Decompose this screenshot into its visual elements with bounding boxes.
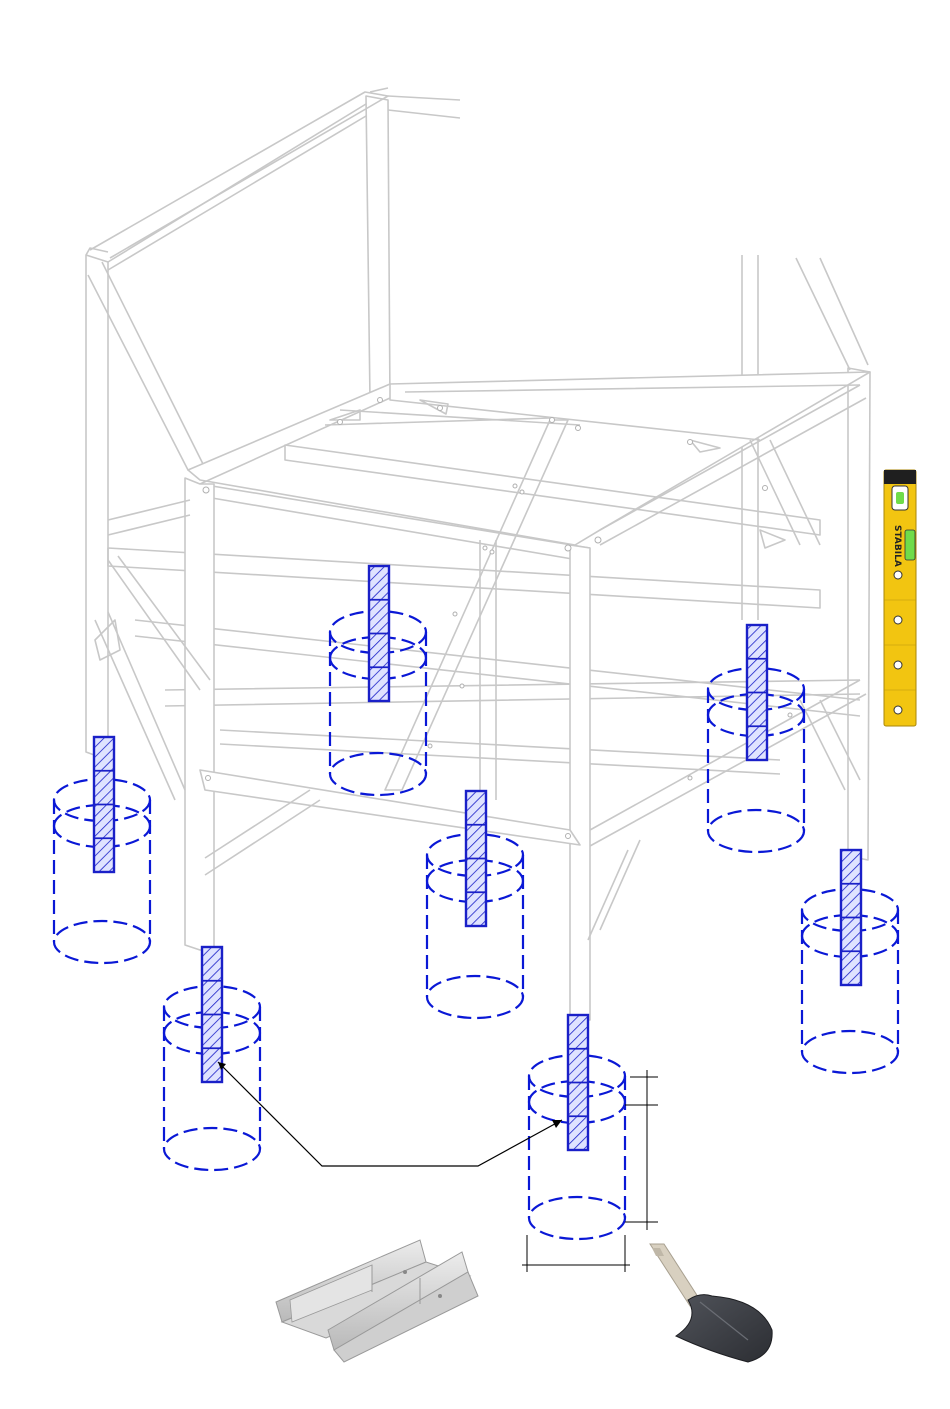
- spirit-level-icon: STABILA: [884, 470, 916, 726]
- pit-cylinder: [54, 737, 150, 963]
- pit-bottom: [427, 976, 523, 1018]
- pit-bottom: [708, 810, 804, 852]
- leader-lines: [218, 1062, 562, 1166]
- pit-cylinder: [529, 1015, 625, 1239]
- foundation-pits: [54, 566, 898, 1239]
- shovel-icon: [650, 1244, 772, 1362]
- pit-cylinder: [708, 625, 804, 852]
- dimension-lines: [522, 1070, 658, 1272]
- pit-bottom: [164, 1128, 260, 1170]
- pit-cylinder: [802, 850, 898, 1073]
- pit-cylinder: [164, 947, 260, 1170]
- pit-bottom: [529, 1197, 625, 1239]
- angle-bracket-icon: [276, 1240, 478, 1362]
- pit-cylinder: [330, 566, 426, 795]
- pit-bottom: [54, 921, 150, 963]
- pit-bottom: [802, 1031, 898, 1073]
- pit-bottom: [330, 753, 426, 795]
- level-brand: STABILA: [892, 525, 902, 567]
